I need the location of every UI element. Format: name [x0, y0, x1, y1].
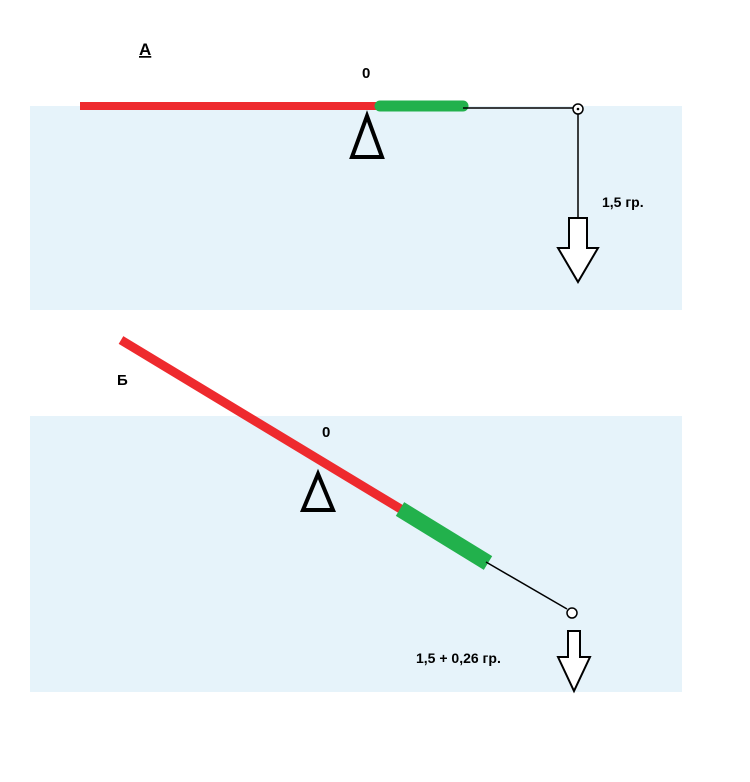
panel-b-rod [118, 336, 407, 515]
panel-b-fulcrum-icon [300, 468, 336, 512]
panel-b-label: Б [117, 372, 128, 389]
panel-a-pivot-label: 0 [362, 65, 370, 82]
panel-a-fulcrum-icon [349, 110, 385, 159]
panel-a: А 0 1,5 гр. [30, 40, 682, 310]
panel-b-tip [395, 502, 493, 570]
panel-b-weight-arrow-icon [556, 630, 592, 694]
panel-a-water [30, 106, 682, 310]
panel-a-weight-label: 1,5 гр. [602, 194, 644, 210]
panel-b-water [30, 416, 682, 692]
panel-b-hook-ring [566, 607, 578, 619]
panel-b-line [485, 561, 568, 610]
panel-b-weight-label: 1,5 + 0,26 гр. [416, 650, 501, 666]
panel-a-weight-arrow-icon [556, 217, 600, 284]
panel-b: Б 0 1,5 + 0,26 гр. [30, 336, 682, 694]
panel-a-hook-dot [576, 107, 580, 111]
panel-b-pivot-label: 0 [322, 424, 330, 441]
panel-a-label: А [139, 40, 151, 59]
